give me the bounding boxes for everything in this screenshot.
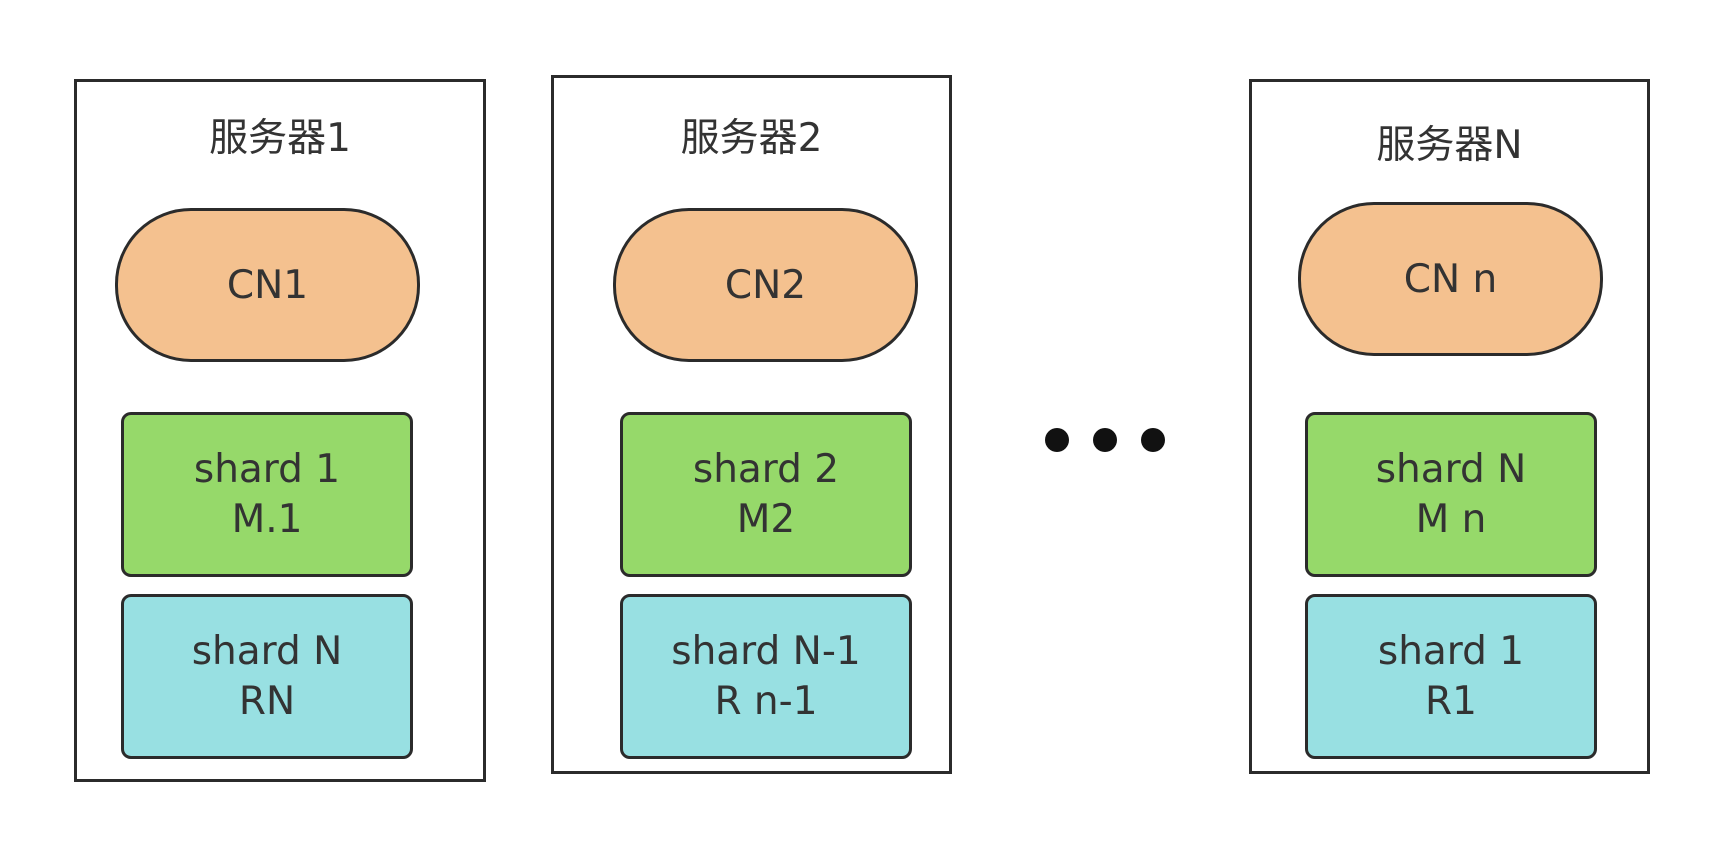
shard-role: RN bbox=[238, 678, 296, 724]
shard-role: R1 bbox=[1425, 678, 1477, 724]
dot-icon bbox=[1141, 428, 1165, 452]
server-title: 服务器1 bbox=[209, 116, 351, 161]
shard-name: shard N bbox=[1375, 446, 1527, 492]
primary-shard: shard 1 M.1 bbox=[121, 412, 413, 577]
server-box-2: 服务器2 CN2 shard 2 M2 shard N-1 R n-1 bbox=[551, 75, 952, 774]
cn-node: CN2 bbox=[613, 208, 918, 362]
server-title: 服务器2 bbox=[680, 116, 823, 161]
primary-shard: shard N M n bbox=[1305, 412, 1597, 577]
shard-name: shard 1 bbox=[193, 446, 341, 492]
server-box-1: 服务器1 CN1 shard 1 M.1 shard N RN bbox=[74, 79, 486, 782]
cn-label: CN1 bbox=[226, 262, 309, 308]
shard-name: shard N-1 bbox=[671, 628, 861, 674]
primary-shard: shard 2 M2 bbox=[620, 412, 912, 577]
replica-shard: shard N-1 R n-1 bbox=[620, 594, 912, 759]
shard-role: M.1 bbox=[231, 496, 303, 542]
dot-icon bbox=[1093, 428, 1117, 452]
shard-name: shard 1 bbox=[1377, 628, 1525, 674]
dot-icon bbox=[1045, 428, 1069, 452]
shard-name: shard 2 bbox=[692, 446, 840, 492]
shard-role: R n-1 bbox=[714, 678, 818, 724]
replica-shard: shard 1 R1 bbox=[1305, 594, 1597, 759]
server-box-n: 服务器N CN n shard N M n shard 1 R1 bbox=[1249, 79, 1650, 774]
server-title: 服务器N bbox=[1376, 123, 1523, 168]
cn-label: CN2 bbox=[724, 262, 807, 308]
cn-node: CN n bbox=[1298, 202, 1603, 356]
cn-node: CN1 bbox=[115, 208, 420, 362]
replica-shard: shard N RN bbox=[121, 594, 413, 759]
shard-role: M2 bbox=[736, 496, 796, 542]
shard-name: shard N bbox=[191, 628, 343, 674]
shard-role: M n bbox=[1415, 496, 1487, 542]
cn-label: CN n bbox=[1403, 256, 1498, 302]
three-dots-icon bbox=[1045, 428, 1165, 452]
